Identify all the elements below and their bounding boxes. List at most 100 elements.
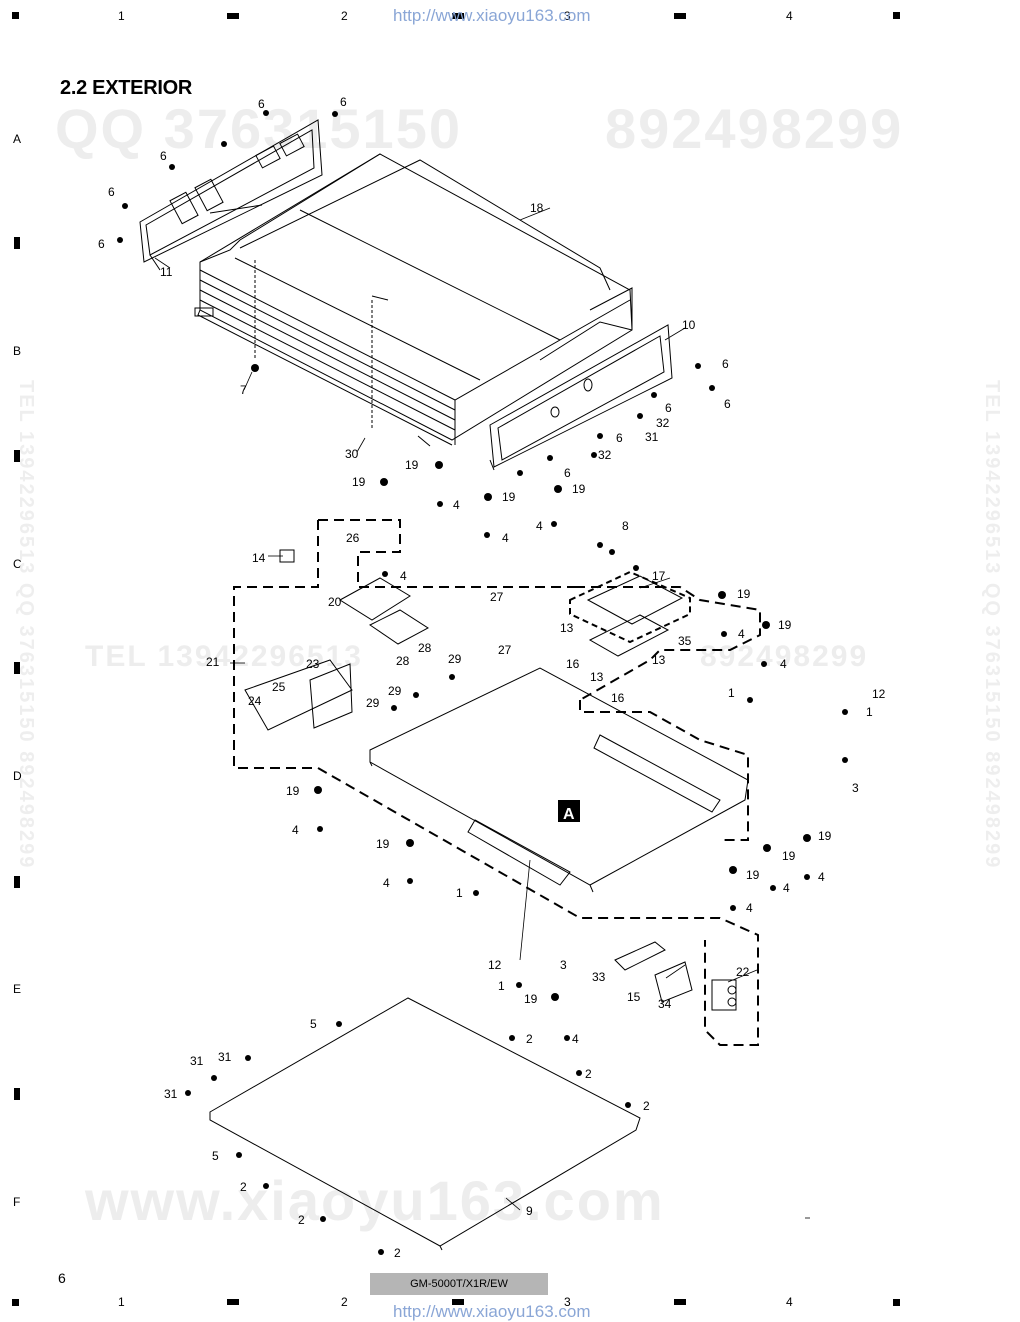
part-label: 2: [298, 1213, 305, 1227]
ruler-mark: [227, 13, 239, 19]
model-number: GM-5000T/X1R/EW: [370, 1273, 548, 1295]
bracket-33-15-34: [614, 941, 693, 1003]
row-mark: [14, 1088, 20, 1100]
part-label: 2: [394, 1246, 401, 1260]
part-label: 1: [456, 886, 463, 900]
ruler-mark: [227, 1299, 239, 1305]
part-label: 4: [502, 531, 509, 545]
row-mark: [14, 237, 20, 249]
part-label: 6: [98, 237, 105, 251]
corner-mark-top-right: [893, 12, 900, 19]
part-label: 5: [310, 1017, 317, 1031]
watermark-site: www.xiaoyu163.com: [85, 1169, 665, 1232]
part-label: 29: [388, 684, 402, 698]
part-label: 4: [746, 901, 753, 915]
column-number: 1: [118, 9, 125, 23]
heatsink-case-18: [194, 153, 633, 447]
part-label: 30: [345, 447, 359, 461]
corner-mark-top-left: [12, 12, 19, 19]
part-label: 16: [566, 657, 580, 671]
part-label: 31: [645, 430, 659, 444]
screws: [117, 110, 848, 1255]
part-label: 31: [164, 1087, 178, 1101]
part-label: 3: [560, 958, 567, 972]
part-label: 19: [376, 837, 390, 851]
part-label: 2: [240, 1180, 247, 1194]
part-label: 13: [560, 621, 574, 635]
part-label: 4: [536, 519, 543, 533]
column-number: 4: [786, 1295, 793, 1309]
part-label: 13: [590, 670, 604, 684]
ruler-mark: [674, 1299, 686, 1305]
part-label: 1: [498, 979, 505, 993]
part-label: 19: [737, 587, 751, 601]
part-label: 6: [724, 397, 731, 411]
part-label: 11: [160, 265, 173, 279]
part-label: 19: [286, 784, 300, 798]
part-label: 29: [448, 652, 462, 666]
row-mark: [14, 450, 20, 462]
part-label: 19: [778, 618, 792, 632]
part-label: 6: [258, 97, 265, 111]
main-pcb: [369, 667, 749, 893]
row-letter: D: [13, 769, 22, 783]
part-label: 19: [782, 849, 796, 863]
part-label: 32: [656, 416, 670, 430]
part-label: 18: [530, 201, 544, 215]
part-label: 4: [453, 498, 460, 512]
part-label: 6: [616, 431, 623, 445]
column-number: 2: [341, 1295, 348, 1309]
watermark-tel: TEL 13942296513: [85, 640, 363, 673]
part-label: 14: [252, 551, 266, 565]
page-number: 6: [58, 1270, 66, 1286]
part-label: 4: [572, 1032, 579, 1046]
row-mark: [14, 876, 20, 888]
row-letter: A: [13, 132, 22, 146]
section-title: 2.2 EXTERIOR: [60, 77, 192, 99]
part-label: 7: [240, 383, 247, 397]
part-label: 6: [564, 466, 571, 480]
part-labels: 6 6 6 6 6 11 18 7 30 10 6 6 6 32 31 6 32…: [98, 95, 886, 1260]
part-label: 19: [352, 475, 366, 489]
part-label: 22: [736, 965, 750, 979]
part-label: 29: [366, 696, 380, 710]
part-label: 32: [598, 448, 612, 462]
part-label: 33: [592, 970, 606, 984]
part-label: 6: [722, 357, 729, 371]
bottom-cover-9: [209, 997, 641, 1251]
part-label: 16: [611, 691, 625, 705]
part-label: 35: [678, 634, 692, 648]
part-label: 6: [160, 149, 167, 163]
ruler-mark: [452, 13, 464, 19]
part-label: 4: [400, 569, 407, 583]
part-label: 25: [272, 680, 286, 694]
part-label: 10: [682, 318, 696, 332]
part-label: 4: [818, 870, 825, 884]
part-label: 1: [866, 705, 873, 719]
part-label: 6: [665, 401, 672, 415]
part-label: 31: [218, 1050, 232, 1064]
part-label: 4: [383, 876, 390, 890]
watermark-tel2: 892498299: [700, 640, 869, 673]
part-label: 26: [346, 531, 360, 545]
part-label: 2: [585, 1067, 592, 1081]
part-label: 5: [212, 1149, 219, 1163]
part-label: 17: [652, 569, 666, 583]
part-label: 19: [524, 992, 538, 1006]
part-label: 19: [405, 458, 419, 472]
part-label: 12: [872, 687, 886, 701]
part-label: 20: [328, 595, 342, 609]
footer-url: http://www.xiaoyu163.com: [393, 1302, 591, 1321]
side-panel-10: [489, 324, 673, 471]
part-label: 8: [622, 519, 629, 533]
reference-box-label: A: [563, 806, 575, 823]
part-label: 12: [488, 958, 502, 972]
corner-mark-bottom-left: [12, 1299, 19, 1306]
part-label: 34: [658, 997, 672, 1011]
part-label: 27: [498, 643, 512, 657]
column-number: 2: [341, 9, 348, 23]
transistor-clips: [244, 549, 721, 886]
part-label: 27: [490, 590, 504, 604]
part-label: 6: [108, 185, 115, 199]
